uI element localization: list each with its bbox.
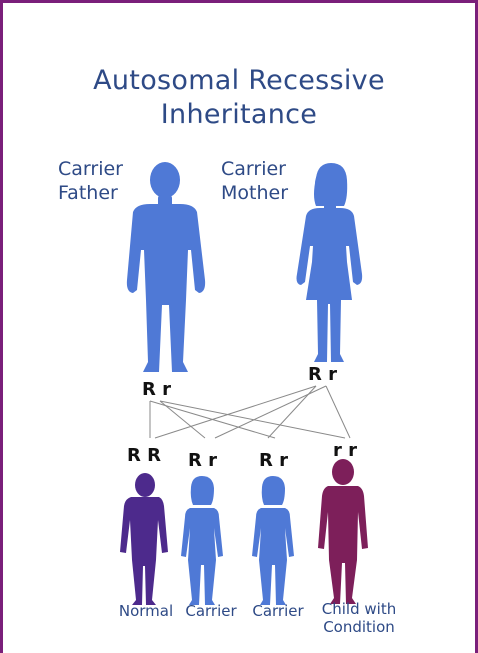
child-3-genotype: R r — [259, 451, 288, 471]
child-4-label-line-1: Child with — [318, 600, 400, 618]
child-4-label: Child with Condition — [318, 600, 400, 636]
inheritance-lines — [150, 386, 350, 438]
child-1-genotype: R R — [127, 446, 161, 466]
child-condition-figure — [318, 459, 368, 604]
father-genotype: R r — [142, 380, 171, 400]
mother-figure — [297, 163, 363, 362]
father-figure — [127, 162, 205, 372]
mother-genotype: R r — [308, 365, 337, 385]
child-3-label: Carrier — [248, 602, 308, 620]
child-carrier-figure-1 — [181, 476, 223, 605]
child-4-genotype: r r — [333, 441, 357, 461]
child-1-label: Normal — [117, 602, 175, 620]
child-carrier-figure-2 — [252, 476, 294, 605]
child-2-genotype: R r — [188, 451, 217, 471]
child-4-label-line-2: Condition — [318, 618, 400, 636]
child-normal-figure — [120, 473, 168, 605]
child-2-label: Carrier — [181, 602, 241, 620]
